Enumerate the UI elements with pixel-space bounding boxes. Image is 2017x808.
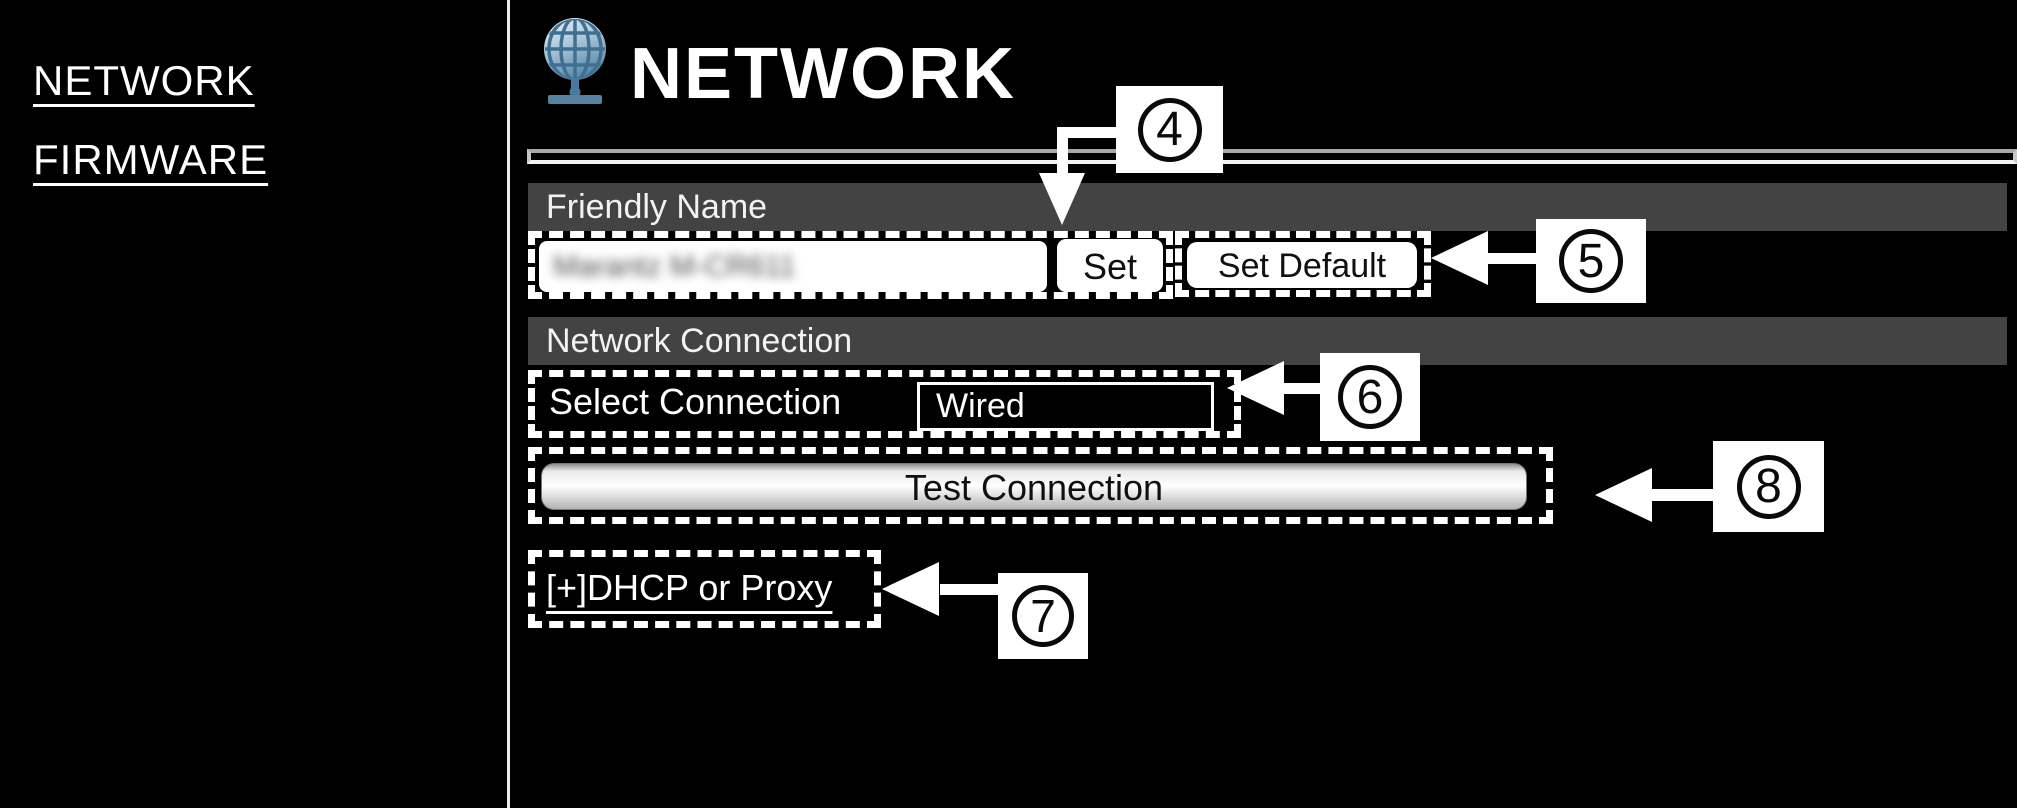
callout-8-number: 8: [1736, 454, 1801, 519]
set-default-button[interactable]: Set Default: [1187, 242, 1417, 288]
test-connection-button[interactable]: Test Connection: [541, 463, 1527, 510]
sidebar-item-firmware[interactable]: FIRMWARE: [33, 136, 269, 183]
callout-8: 8: [1713, 441, 1824, 532]
callout-5: 5: [1536, 219, 1646, 303]
callout-6: 6: [1320, 353, 1420, 441]
friendly-name-group-outline: [528, 231, 1173, 299]
callout-8-arrowhead: [1595, 468, 1652, 522]
network-connection-section-header: Network Connection: [528, 317, 2007, 365]
sidebar-item-network[interactable]: NETWORK: [33, 57, 255, 104]
callout-5-number: 5: [1559, 229, 1623, 293]
callout-7: 7: [998, 573, 1088, 659]
callout-4-number: 4: [1137, 97, 1202, 162]
callout-5-arrow-shaft: [1487, 253, 1536, 264]
set-button[interactable]: Set: [1057, 239, 1163, 292]
callout-6-arrow-shaft: [1283, 383, 1320, 394]
callout-7-arrowhead: [882, 562, 939, 616]
page-title: NETWORK: [630, 34, 1016, 114]
callout-4-arrow-shaft-v: [1057, 127, 1068, 175]
friendly-name-input[interactable]: Marantz M-CR611: [539, 241, 1047, 292]
friendly-name-section-header: Friendly Name: [528, 183, 2007, 231]
test-connection-outline: [528, 447, 1553, 524]
callout-4: 4: [1116, 86, 1223, 173]
dhcp-proxy-expand-link[interactable]: [+]DHCP or Proxy: [546, 567, 833, 608]
callout-7-number: 7: [1012, 585, 1074, 647]
callout-8-arrow-shaft: [1651, 489, 1713, 501]
select-connection-label: Select Connection: [549, 381, 842, 422]
set-default-outline: [1175, 231, 1431, 297]
callout-4-arrowhead: [1039, 173, 1085, 225]
callout-4-arrow-shaft-h: [1057, 127, 1116, 138]
friendly-name-value-blurred: Marantz M-CR611: [553, 250, 796, 283]
globe-network-icon: [544, 18, 606, 104]
callout-6-arrowhead: [1227, 361, 1284, 415]
callout-6-number: 6: [1338, 365, 1402, 429]
callout-5-arrowhead: [1431, 231, 1488, 285]
callout-7-arrow-shaft: [940, 584, 998, 595]
sidebar-divider: [507, 0, 510, 808]
dhcp-proxy-outline: [528, 550, 881, 628]
header-divider: [527, 149, 2017, 164]
connection-select-dropdown[interactable]: Wired: [917, 382, 1214, 431]
